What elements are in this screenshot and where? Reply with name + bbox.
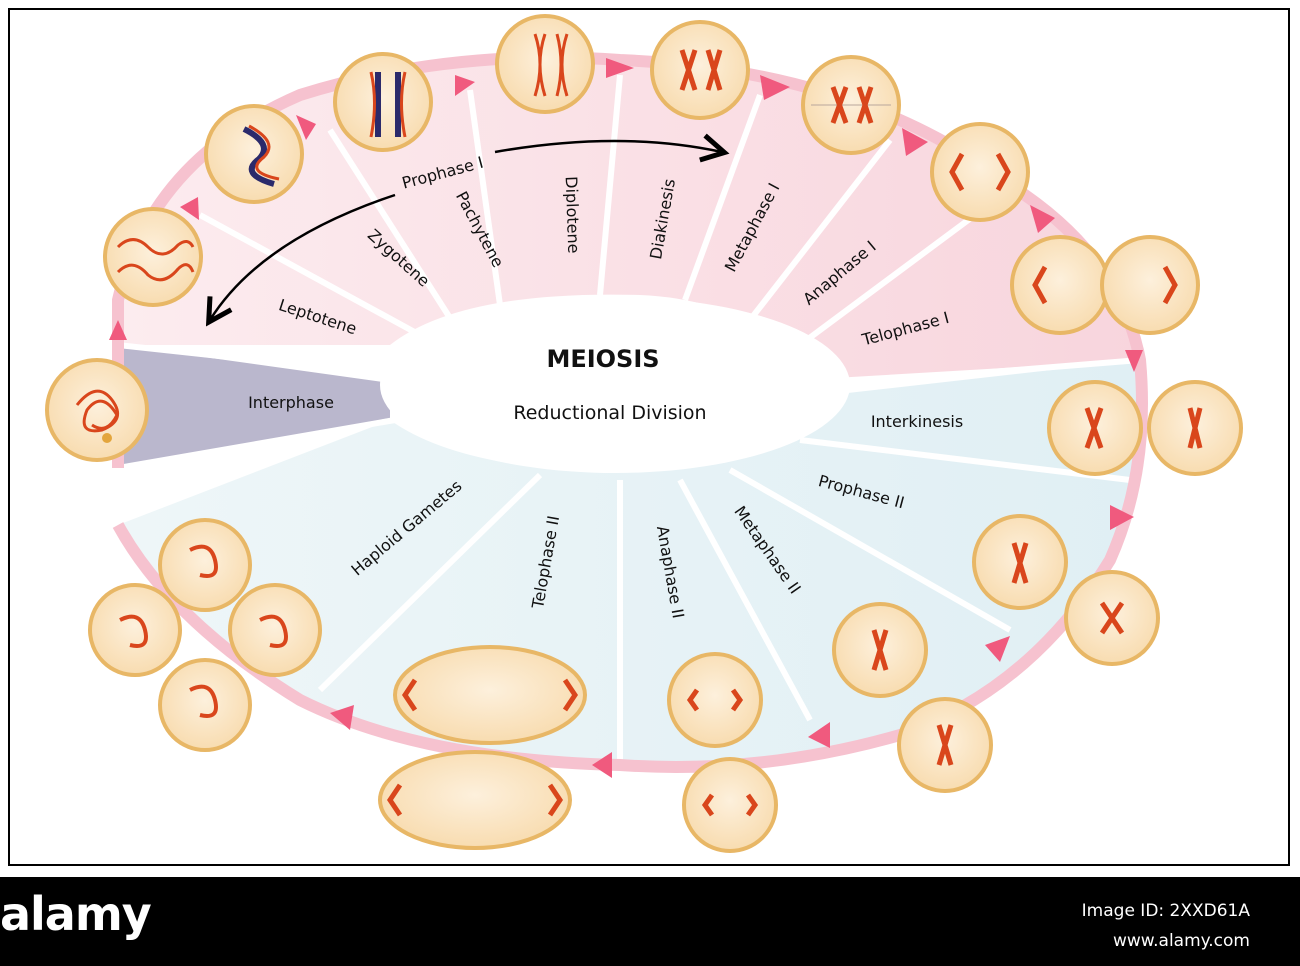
- cell-interphase: [45, 358, 149, 462]
- interphase-band: [118, 345, 390, 468]
- diagram-title: MEIOSIS: [546, 345, 659, 373]
- cell-metaphase-1: [801, 55, 901, 155]
- cell-anaphase-1: [930, 122, 1030, 222]
- cell-telophase-1: [1010, 235, 1200, 335]
- label-diplotene: Diplotene: [562, 176, 584, 254]
- diagram-subtitle: Reductional Division: [513, 402, 706, 424]
- cell-telophase-2: [378, 645, 587, 850]
- watermark-footer: alamy Image ID: 2XXD61A www.alamy.com: [0, 877, 1300, 966]
- cell-interkinesis: [1047, 380, 1243, 476]
- cycle-arrows: [109, 58, 1143, 778]
- cell-diplotene: [495, 14, 595, 114]
- meiosis-diagram: MEIOSIS Reductional Division Interphase …: [45, 14, 1243, 853]
- image-id-text: Image ID: 2XXD61A: [1081, 901, 1250, 921]
- cell-prophase-2: [972, 514, 1160, 666]
- site-url-text: www.alamy.com: [1112, 931, 1250, 951]
- center-ellipse: [380, 297, 850, 473]
- label-interkinesis: Interkinesis: [871, 412, 963, 431]
- cell-zygotene: [204, 104, 304, 204]
- cell-illustrations: [45, 14, 1243, 853]
- stage-dividers: [117, 74, 1141, 760]
- cell-haploid-gametes: [88, 518, 322, 752]
- label-interphase: Interphase: [248, 393, 334, 412]
- cell-leptotene: [103, 207, 203, 307]
- cell-pachytene: [333, 52, 433, 152]
- cell-diakinesis: [650, 20, 750, 120]
- alamy-logo: alamy: [0, 887, 152, 941]
- cell-metaphase-2: [832, 602, 993, 793]
- cell-anaphase-2: [667, 652, 778, 853]
